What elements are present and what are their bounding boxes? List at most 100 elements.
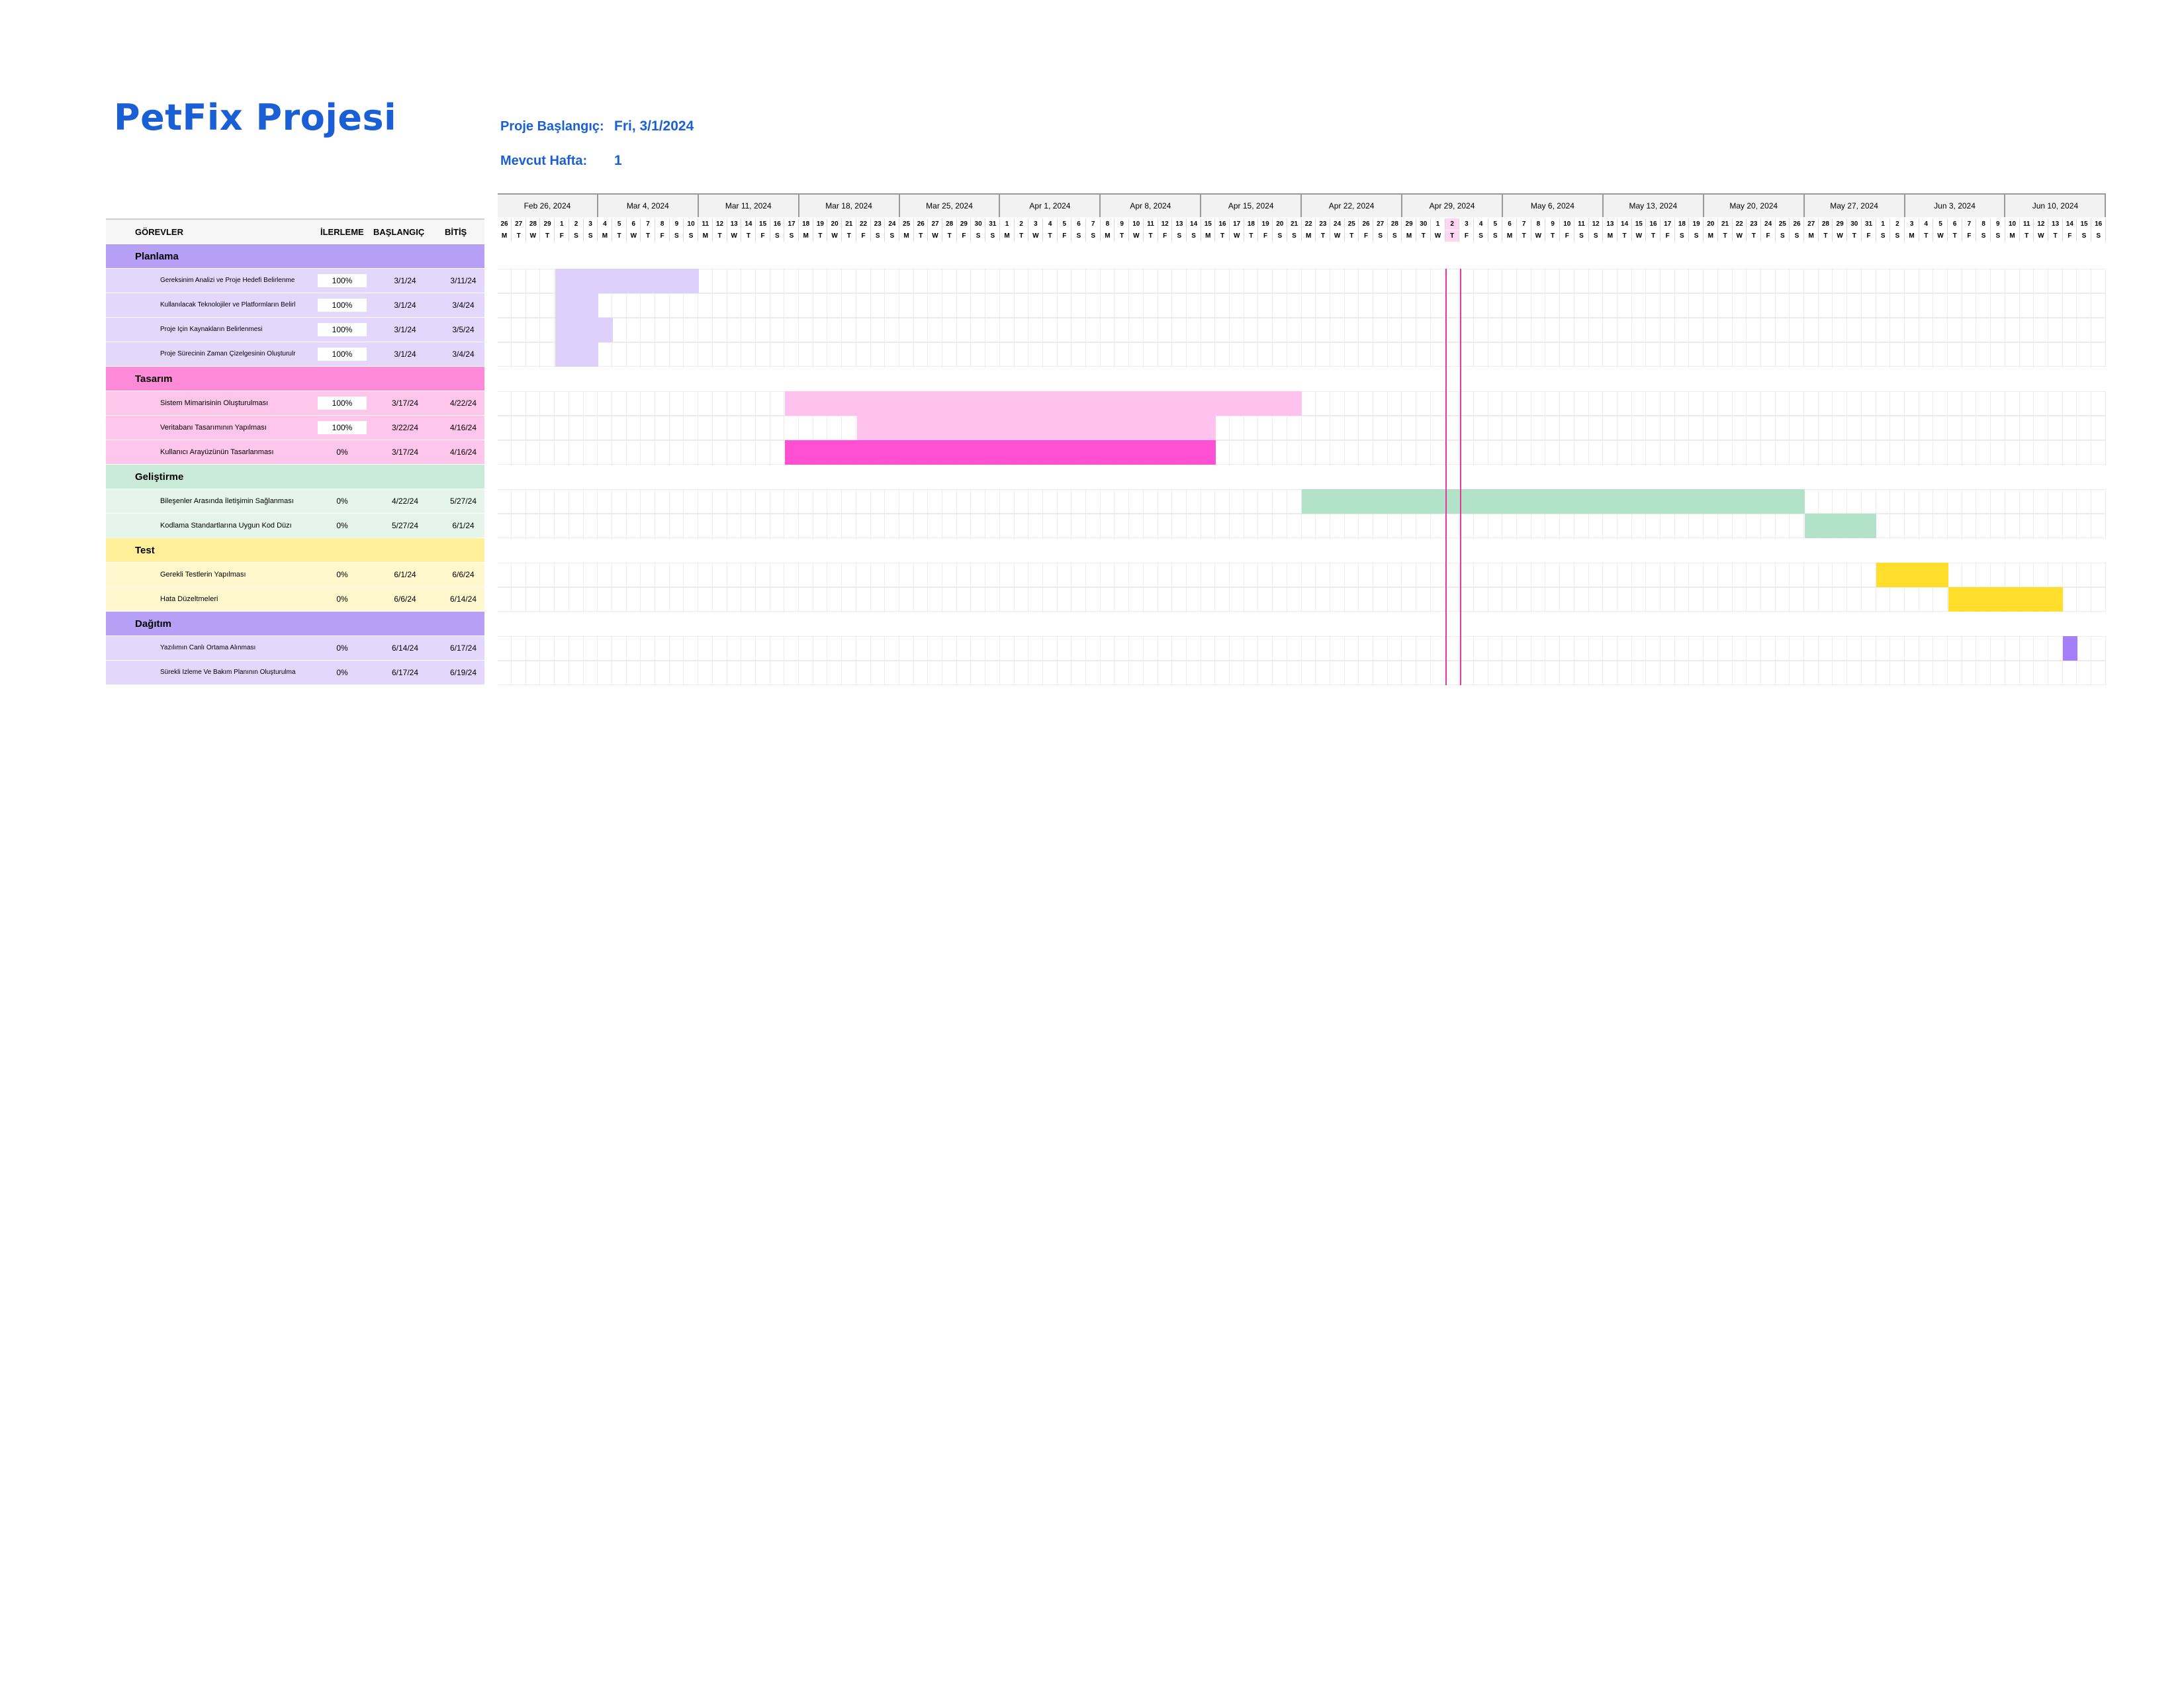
task-end-date[interactable]: 5/27/24 <box>449 496 477 506</box>
phase-header-row[interactable]: Tasarım <box>106 367 484 391</box>
task-progress[interactable]: 0% <box>336 668 348 677</box>
task-progress[interactable]: 0% <box>336 570 348 579</box>
task-start-date[interactable]: 3/1/24 <box>394 350 416 359</box>
task-progress[interactable]: 0% <box>336 496 348 506</box>
gantt-grid-cell <box>1417 588 1431 612</box>
gantt-grid-cell <box>1144 588 1158 612</box>
task-end-date[interactable]: 4/16/24 <box>449 423 477 432</box>
task-start-date[interactable]: 6/1/24 <box>394 570 416 579</box>
day-letter: W <box>828 230 842 242</box>
task-row[interactable]: Bileşenler Arasında İletişimin Sağlanmas… <box>106 489 484 514</box>
gantt-grid-cell <box>770 343 785 367</box>
task-progress[interactable]: 100% <box>318 299 367 312</box>
task-start-date[interactable]: 3/17/24 <box>391 447 419 457</box>
gantt-grid-cell <box>1029 588 1043 612</box>
gantt-grid-cell <box>1561 588 1574 612</box>
gantt-grid-cell <box>842 588 856 612</box>
gantt-grid-cell <box>598 563 612 588</box>
gantt-grid-cell <box>670 661 684 686</box>
task-start-date[interactable]: 3/1/24 <box>394 276 416 285</box>
task-progress[interactable]: 0% <box>336 594 348 604</box>
gantt-grid-cell <box>2092 392 2106 416</box>
task-start-date[interactable]: 6/6/24 <box>394 594 416 604</box>
task-end-date[interactable]: 3/4/24 <box>452 301 475 310</box>
gantt-grid-cell <box>1475 637 1488 661</box>
gantt-bar[interactable] <box>555 318 613 342</box>
gantt-grid-cell <box>1173 490 1187 514</box>
task-end-date[interactable]: 4/16/24 <box>449 447 477 457</box>
task-start-date[interactable]: 4/22/24 <box>391 496 419 506</box>
task-start-date[interactable]: 5/27/24 <box>391 521 419 530</box>
task-start-date[interactable]: 6/17/24 <box>391 668 419 677</box>
day-number: 15 <box>1632 218 1647 230</box>
task-start-date[interactable]: 6/14/24 <box>391 643 419 653</box>
task-end-date[interactable]: 6/6/24 <box>452 570 475 579</box>
task-end-date[interactable]: 6/14/24 <box>449 594 477 604</box>
gantt-grid-cell <box>770 661 785 686</box>
task-row[interactable]: Proje Sürecinin Zaman Çizelgesinin Oluşt… <box>106 342 484 367</box>
gantt-grid-cell <box>1044 343 1058 367</box>
task-end-date[interactable]: 3/4/24 <box>452 350 475 359</box>
day-letter: M <box>1001 230 1015 242</box>
gantt-bar[interactable] <box>1948 587 2064 612</box>
phase-header-row[interactable]: Planlama <box>106 244 484 269</box>
gantt-bar[interactable] <box>2063 636 2077 661</box>
task-row[interactable]: Kullanılacak Teknolojiler ve Platformlar… <box>106 293 484 318</box>
gantt-bar[interactable] <box>1804 514 1877 538</box>
gantt-bar[interactable] <box>785 440 1216 465</box>
gantt-bar[interactable] <box>785 391 1302 416</box>
task-row[interactable]: Gereksinim Analizi ve Proje Hedefi Belir… <box>106 269 484 293</box>
current-week-value[interactable]: 1 <box>614 153 622 168</box>
gantt-grid-cell <box>1747 269 1761 294</box>
gantt-grid-cell <box>2063 661 2077 686</box>
task-end-date[interactable]: 6/19/24 <box>449 668 477 677</box>
task-end-date[interactable]: 3/5/24 <box>452 325 475 334</box>
gantt-bar[interactable] <box>856 416 1216 440</box>
task-progress[interactable]: 100% <box>318 421 367 434</box>
task-end-date[interactable]: 6/17/24 <box>449 643 477 653</box>
task-progress[interactable]: 0% <box>336 447 348 457</box>
gantt-grid-cell <box>1029 563 1043 588</box>
task-progress[interactable]: 0% <box>336 643 348 653</box>
gantt-bar[interactable] <box>555 342 598 367</box>
gantt-grid-cell <box>1015 269 1029 294</box>
task-row[interactable]: Sürekli İzleme Ve Bakım Planının Oluştur… <box>106 661 484 685</box>
task-start-date[interactable]: 3/1/24 <box>394 301 416 310</box>
task-end-date[interactable]: 3/11/24 <box>450 276 477 285</box>
gantt-grid-cell <box>670 343 684 367</box>
task-progress[interactable]: 100% <box>318 397 367 410</box>
task-end-date[interactable]: 4/22/24 <box>449 399 477 408</box>
task-end-date[interactable]: 6/1/24 <box>452 521 475 530</box>
gantt-grid-cell <box>986 490 1000 514</box>
gantt-grid-cell <box>1991 637 2005 661</box>
task-start-date[interactable]: 3/17/24 <box>391 399 419 408</box>
gantt-grid-cell <box>1575 637 1589 661</box>
task-start-date[interactable]: 3/22/24 <box>391 423 419 432</box>
gantt-bar[interactable] <box>1302 489 1805 514</box>
task-progress[interactable]: 100% <box>318 348 367 361</box>
gantt-bar[interactable] <box>1876 563 1948 587</box>
gantt-grid-cell <box>813 563 828 588</box>
gantt-grid-cell <box>1762 416 1776 441</box>
task-progress[interactable]: 100% <box>318 274 367 287</box>
task-progress[interactable]: 100% <box>318 323 367 336</box>
gantt-grid-cell <box>842 294 856 318</box>
gantt-grid-cell <box>813 514 828 539</box>
phase-header-row[interactable]: Dağıtım <box>106 612 484 636</box>
task-progress[interactable]: 0% <box>336 521 348 530</box>
project-start-value[interactable]: Fri, 3/1/2024 <box>614 118 694 134</box>
phase-header-row[interactable]: Test <box>106 538 484 563</box>
gantt-bar[interactable] <box>555 293 598 318</box>
phase-header-row[interactable]: Geliştirme <box>106 465 484 489</box>
gantt-bar[interactable] <box>555 269 699 293</box>
task-start-date[interactable]: 3/1/24 <box>394 325 416 334</box>
week-label: Apr 15, 2024 <box>1201 195 1302 217</box>
